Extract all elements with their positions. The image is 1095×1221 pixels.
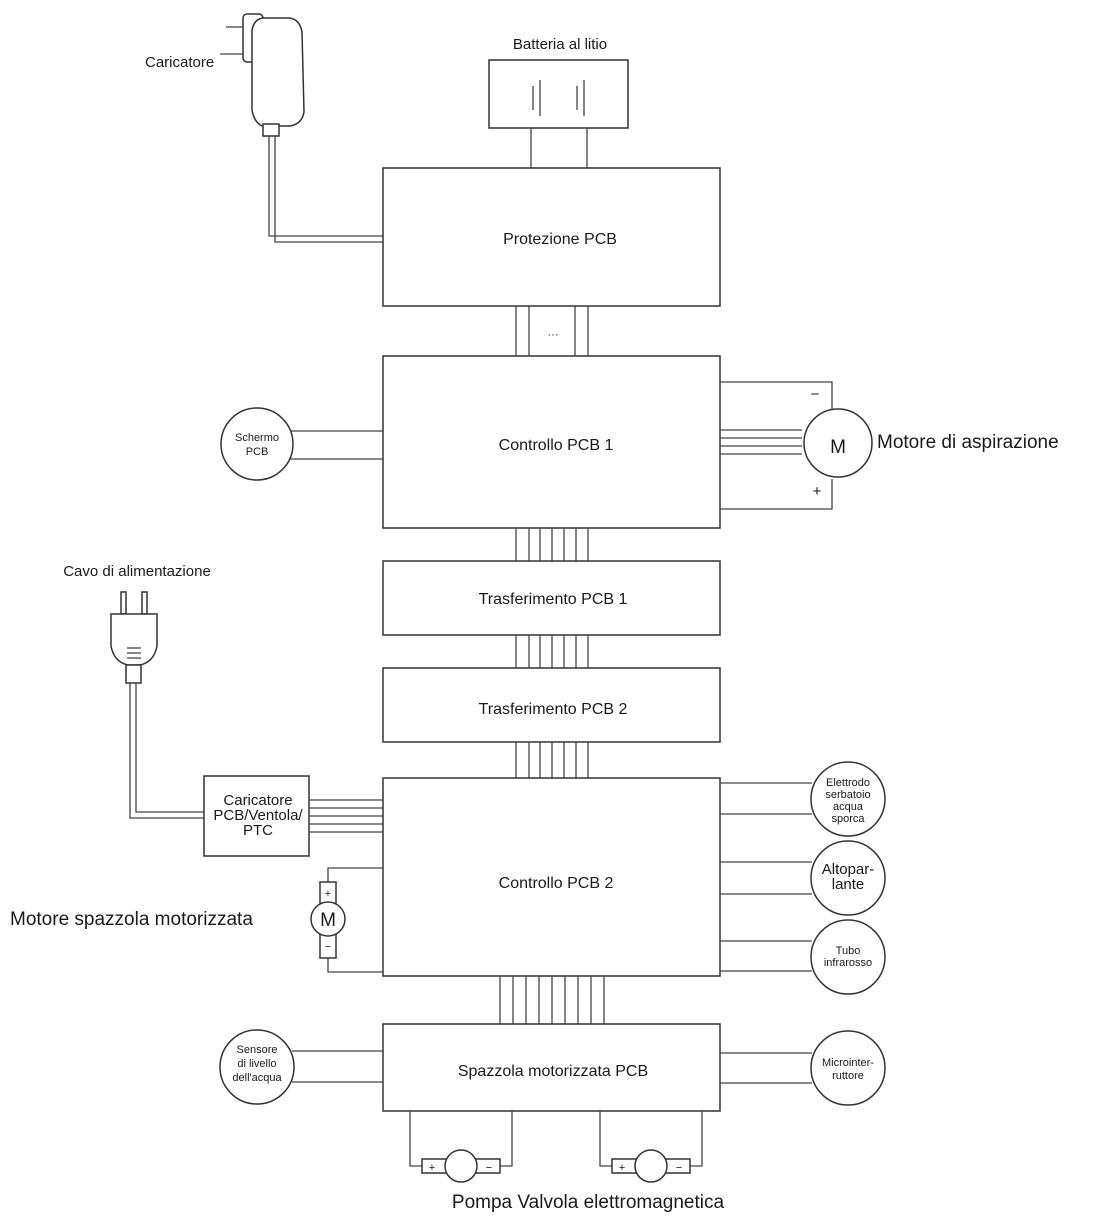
screen-pcb-line-1: Schermo xyxy=(235,432,279,444)
transfer-pcb-1-label: Trasferimento PCB 1 xyxy=(479,591,628,608)
bus-control1-transfer1 xyxy=(515,528,589,561)
control-pcb-1-label: Controllo PCB 1 xyxy=(499,437,614,454)
transfer-pcb-2-block xyxy=(382,667,721,743)
charger-pcb-block xyxy=(203,775,310,857)
electrode-component xyxy=(810,761,886,837)
ir-tube-line-1: Tubo xyxy=(836,945,861,957)
control-pcb-2-label: Controllo PCB 2 xyxy=(499,875,614,892)
valve-minus: − xyxy=(676,1162,682,1174)
speaker-line-2: lante xyxy=(832,876,865,893)
screen-pcb-line-2: PCB xyxy=(246,446,269,458)
transfer-pcb-2-label: Trasferimento PCB 2 xyxy=(479,701,628,718)
charger-label: Caricatore xyxy=(145,54,214,71)
control-pcb-1-block xyxy=(382,355,721,529)
battery-icon xyxy=(488,59,629,129)
suction-motor-minus: − xyxy=(811,386,820,403)
control-pcb-2-block xyxy=(382,777,721,977)
electrode-line-2: serbatoio xyxy=(825,789,870,801)
charger-cable xyxy=(268,136,383,237)
ir-tube-line-2: infrarosso xyxy=(824,957,872,969)
water-sensor-line-3: dell'acqua xyxy=(232,1072,282,1084)
microswitch-component xyxy=(810,1030,886,1106)
charger-adapter-icon xyxy=(220,13,305,137)
speaker-line-1: Altopar- xyxy=(822,861,875,878)
bus-transfer1-transfer2 xyxy=(515,635,589,668)
charger-pcb-line-2: PCB/Ventola/ xyxy=(213,807,303,824)
valve-wiring xyxy=(599,1111,703,1167)
protection-pcb-block xyxy=(382,167,721,307)
water-sensor-line-2: di livello xyxy=(237,1058,276,1070)
power-cord-label: Cavo di alimentazione xyxy=(63,563,211,580)
bus-protection-control1 xyxy=(515,306,589,356)
valve-motor-icon xyxy=(634,1149,668,1183)
pump-wiring xyxy=(409,1111,513,1167)
electrode-line-4: sporca xyxy=(831,813,865,825)
suction-motor-icon: M xyxy=(803,408,873,478)
screen-pcb-component xyxy=(220,407,294,481)
bus-ellipsis: ··· xyxy=(548,329,559,341)
power-plug-icon xyxy=(110,591,158,684)
svg-text:M: M xyxy=(830,437,846,458)
bus-transfer2-control2 xyxy=(515,742,589,778)
brush-motor-plus: + xyxy=(325,888,331,900)
bus-charger-control2 xyxy=(309,799,383,833)
microswitch-line-1: Microinter- xyxy=(822,1057,874,1069)
pump-valve-label: Pompa Valvola elettromagnetica xyxy=(452,1192,725,1213)
electrode-line-3: acqua xyxy=(833,801,864,813)
pump-minus: − xyxy=(486,1162,492,1174)
bus-control2-brush xyxy=(499,976,605,1024)
speaker-component xyxy=(810,840,886,916)
water-sensor-component xyxy=(219,1029,295,1105)
pump-plus: + xyxy=(429,1162,435,1174)
electrode-line-1: Elettrodo xyxy=(826,777,870,789)
suction-motor-label: Motore di aspirazione xyxy=(877,432,1059,453)
brush-pcb-block xyxy=(382,1023,721,1112)
brush-motor-icon: M xyxy=(310,901,346,937)
microswitch-line-2: ruttore xyxy=(832,1070,864,1082)
pump-motor-icon xyxy=(444,1149,478,1183)
suction-motor-plus: + xyxy=(813,483,822,500)
battery-label: Batteria al litio xyxy=(513,36,607,53)
brush-motor-label: Motore spazzola motorizzata xyxy=(10,909,253,930)
protection-pcb-label: Protezione PCB xyxy=(503,231,617,248)
power-cord-cable xyxy=(129,683,204,819)
suction-motor-wiring xyxy=(720,381,833,510)
brush-pcb-label: Spazzola motorizzata PCB xyxy=(458,1063,648,1080)
valve-plus: + xyxy=(619,1162,625,1174)
ir-tube-component xyxy=(810,919,886,995)
brush-motor-minus: − xyxy=(325,941,331,953)
brush-motor-wiring xyxy=(327,867,383,973)
water-sensor-line-1: Sensore xyxy=(237,1044,278,1056)
svg-text:M: M xyxy=(320,910,336,931)
charger-pcb-line-3: PTC xyxy=(243,822,273,839)
charger-pcb-line-1: Caricatore xyxy=(223,792,292,809)
